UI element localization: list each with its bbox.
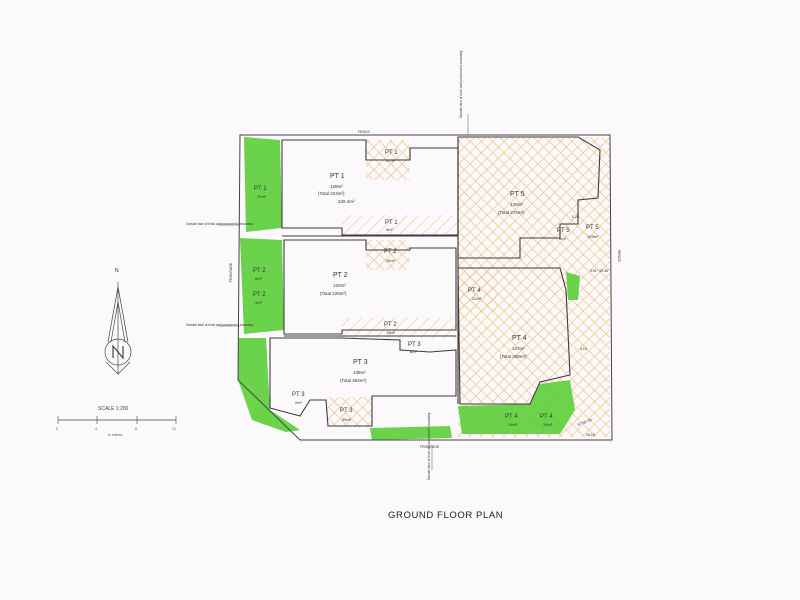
svg-text:3.51° 43.38°: 3.51° 43.38°: [590, 269, 610, 273]
svg-text:FENCE: FENCE: [358, 130, 371, 134]
landscape-areas: [238, 137, 580, 440]
svg-text:28.15: 28.15: [586, 433, 595, 437]
unit-pt2-outline: [283, 239, 457, 335]
svg-text:47m²: 47m²: [386, 158, 396, 163]
svg-text:12: 12: [172, 427, 176, 431]
svg-text:20m²: 20m²: [257, 194, 267, 199]
svg-text:PT 3: PT 3: [340, 408, 353, 414]
unit-pt5-outline: [457, 136, 601, 259]
svg-text:3.16: 3.16: [580, 347, 587, 351]
svg-text:0: 0: [56, 427, 58, 431]
svg-text:PT 4: PT 4: [505, 414, 518, 420]
svg-text:(Total 208m²): (Total 208m²): [500, 354, 527, 359]
svg-text:55m²: 55m²: [342, 417, 352, 422]
svg-text:4: 4: [95, 427, 97, 431]
svg-text:(Total 225m²): (Total 225m²): [320, 291, 347, 296]
svg-text:Outside face of brick wall pro: Outside face of brick wall produced to b…: [186, 323, 254, 327]
svg-text:22m²: 22m²: [472, 296, 482, 301]
svg-text:33m²: 33m²: [543, 422, 553, 427]
courtyard-hatch-areas: [328, 137, 610, 437]
svg-text:120m²: 120m²: [333, 283, 346, 288]
svg-text:127m²: 127m²: [512, 346, 525, 351]
svg-text:PT 1: PT 1: [385, 150, 398, 156]
plan-title: GROUND FLOOR PLAN: [388, 510, 504, 521]
unit-pt1-name: PT 1: [330, 173, 345, 180]
svg-text:128m²: 128m²: [330, 184, 343, 189]
svg-text:FRONTAGE: FRONTAGE: [229, 262, 233, 282]
svg-text:103m²: 103m²: [587, 234, 599, 239]
svg-text:PT 2: PT 2: [384, 322, 397, 328]
svg-text:4m²: 4m²: [255, 300, 263, 305]
annotation-notes: Outside face of brick wall produced to b…: [186, 50, 469, 480]
svg-text:PT 2: PT 2: [253, 292, 266, 298]
svg-text:in metres: in metres: [108, 433, 123, 437]
unit-pt4-name: PT 4: [512, 335, 527, 342]
boundary-text: FENCE FRONTAGE FRONTAGE FENCE: [229, 130, 621, 449]
svg-text:PT 3: PT 3: [408, 342, 421, 348]
svg-text:(Total 272m²): (Total 272m²): [498, 210, 525, 215]
svg-text:5.28: 5.28: [572, 215, 579, 219]
svg-text:Outside face of brick wall pro: Outside face of brick wall produced to b…: [459, 50, 463, 118]
unit-pt3-name: PT 3: [353, 359, 368, 366]
svg-text:SCALE 1:200: SCALE 1:200: [98, 406, 129, 412]
svg-text:PT 4: PT 4: [468, 288, 481, 294]
unit-pt4-outline: [457, 267, 571, 405]
svg-text:6m²: 6m²: [559, 236, 567, 241]
svg-text:PT 4: PT 4: [540, 414, 553, 420]
svg-text:2m²: 2m²: [295, 400, 303, 405]
svg-text:(Total 224m²): (Total 224m²): [318, 191, 345, 196]
unit-pt3-outline: [269, 337, 457, 427]
svg-text:PT 5: PT 5: [586, 225, 599, 231]
svg-text:15m²: 15m²: [386, 330, 396, 335]
north-arrow-icon: N: [104, 268, 132, 375]
svg-text:8: 8: [135, 427, 137, 431]
svg-text:FRONTAGE: FRONTAGE: [420, 445, 440, 449]
svg-text:130m²: 130m²: [510, 202, 523, 207]
svg-text:PT 2: PT 2: [384, 249, 397, 255]
svg-text:PT 1: PT 1: [385, 220, 398, 226]
svg-text:FENCE: FENCE: [617, 250, 621, 263]
svg-text:229.4m²: 229.4m²: [338, 199, 355, 204]
svg-text:PT 3: PT 3: [292, 392, 305, 398]
svg-text:Outside face of brick wall pro: Outside face of brick wall produced to b…: [427, 412, 431, 480]
svg-text:(Total 264m²): (Total 264m²): [340, 378, 367, 383]
svg-text:87°55' 20°: 87°55' 20°: [577, 417, 594, 426]
svg-text:PT 1: PT 1: [254, 186, 267, 192]
dimension-labels: 3.51° 43.38° 87°55' 20° 5.28 3.16 28.15: [572, 215, 610, 437]
building-outlines: [269, 136, 601, 427]
scale-bar: SCALE 1:200 0 4 8 12 in metres: [56, 406, 177, 437]
svg-text:PT 5: PT 5: [557, 228, 570, 234]
svg-text:138m²: 138m²: [353, 370, 366, 375]
svg-text:15m²: 15m²: [508, 422, 518, 427]
north-label: N: [115, 268, 119, 274]
svg-text:Outside face of brick wall pro: Outside face of brick wall produced to b…: [186, 222, 254, 226]
unit-pt2-name: PT 2: [333, 272, 348, 279]
svg-text:28m²: 28m²: [386, 258, 396, 263]
unit-pt5-name: PT 5: [510, 191, 525, 198]
unit-labels: PT 1 128m² (Total 224m²) 229.4m² PT 2 12…: [318, 173, 527, 383]
svg-text:PT 2: PT 2: [253, 268, 266, 274]
svg-text:6m²: 6m²: [255, 276, 263, 281]
site-boundary: [237, 134, 613, 441]
svg-text:9m²: 9m²: [386, 227, 394, 232]
part-labels: PT 1 47m² PT 1 20m² PT 1 9m² PT 2 28m² P…: [253, 150, 599, 427]
svg-text:6m²: 6m²: [410, 349, 418, 354]
